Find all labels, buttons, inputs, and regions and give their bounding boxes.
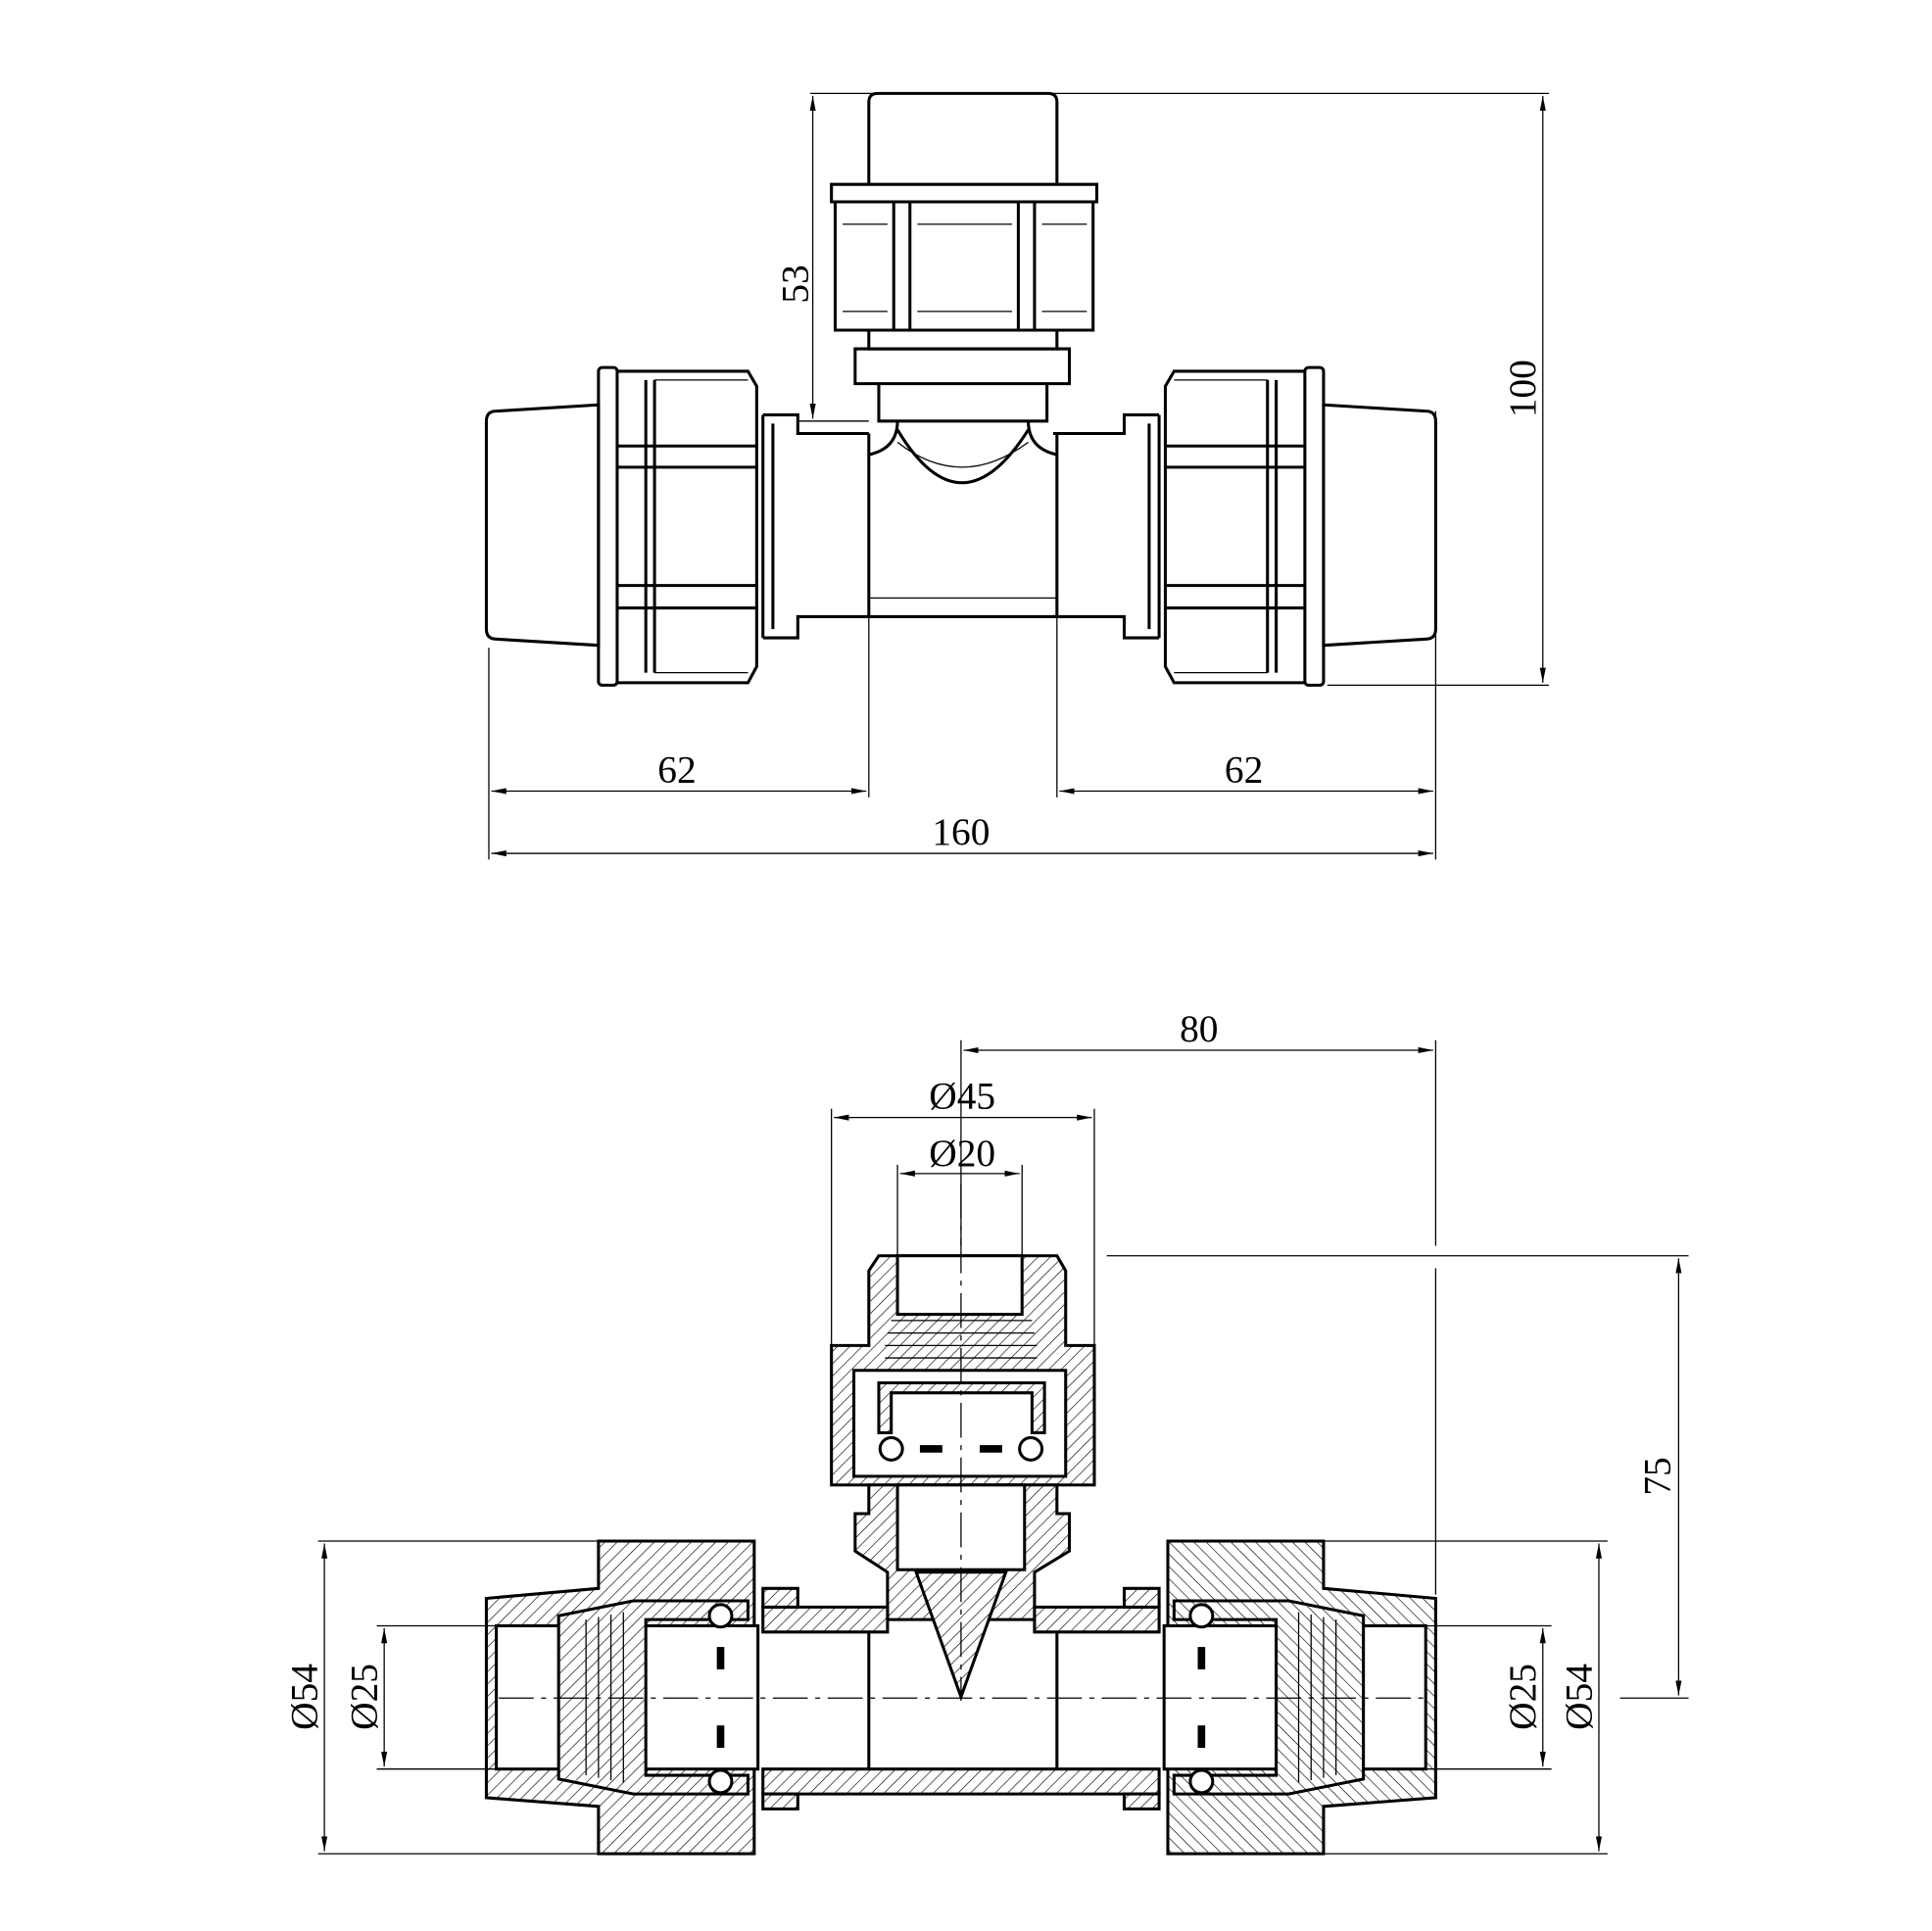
top-view: 53 100 62 62 160	[484, 91, 1550, 860]
top-dimension-lines	[488, 92, 1550, 860]
dim-left-socket-62: 62	[657, 748, 696, 792]
top-left-fitting	[484, 365, 869, 687]
dim-right-socket-62: 62	[1225, 748, 1263, 792]
top-tee-body	[867, 420, 1059, 618]
top-branch-cap	[830, 91, 1099, 423]
dim-branch-height-75: 75	[1635, 1457, 1678, 1495]
dim-right-pipe-dia-25: Ø25	[1501, 1664, 1544, 1730]
section-branch	[830, 1254, 1096, 1702]
dim-left-pipe-dia-25: Ø25	[343, 1664, 386, 1730]
section-centerlines	[499, 1183, 1427, 1701]
section-dimension-lines	[317, 1039, 1689, 1855]
dim-half-length-80: 80	[1180, 1007, 1218, 1050]
dim-branch-height-53: 53	[774, 265, 817, 303]
dim-right-nut-dia-54: Ø54	[1557, 1664, 1600, 1730]
dim-left-nut-dia-54: Ø54	[282, 1664, 325, 1730]
section-left-fitting	[484, 1539, 760, 1856]
dim-branch-nut-dia-45: Ø45	[929, 1075, 995, 1118]
section-view: 80 Ø45 Ø20 75 Ø54 Ø25 Ø25 Ø54	[282, 1007, 1689, 1856]
dim-total-height-100: 100	[1501, 360, 1544, 417]
top-right-fitting	[1053, 365, 1437, 687]
section-tee-body	[761, 1586, 1161, 1810]
dim-total-length-160: 160	[932, 810, 990, 853]
dim-branch-pipe-dia-20: Ø20	[929, 1132, 995, 1175]
